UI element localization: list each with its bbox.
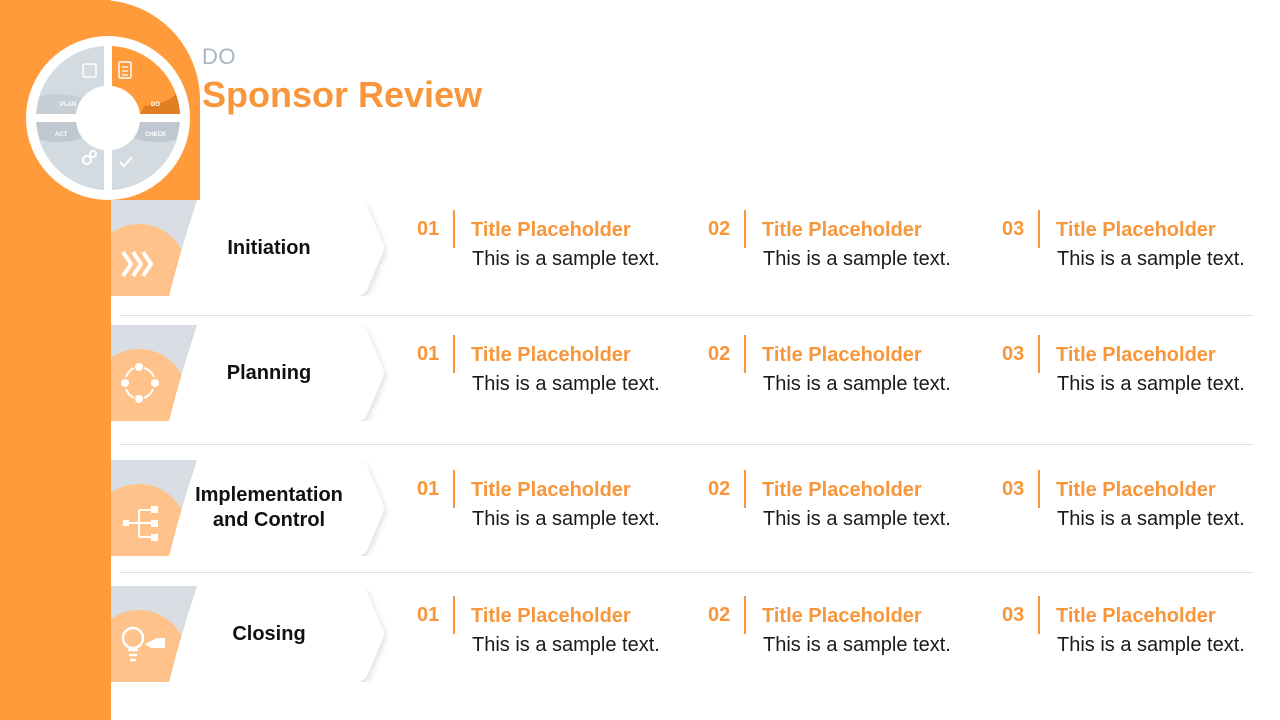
phase-label: Initiation xyxy=(227,236,311,259)
item-text: This is a sample text. xyxy=(1057,508,1245,530)
item-title: Title Placeholder xyxy=(1056,605,1216,627)
row-divider xyxy=(120,444,1253,445)
item-divider-line xyxy=(744,596,746,634)
phase-label: Implementation and Control xyxy=(195,484,343,531)
item-divider-line xyxy=(744,470,746,508)
item-divider-line xyxy=(453,596,455,634)
item-number: 01 xyxy=(417,478,440,500)
item-title: Title Placeholder xyxy=(762,605,922,627)
item-number: 02 xyxy=(708,478,731,500)
item-title: Title Placeholder xyxy=(762,344,922,366)
item-text: This is a sample text. xyxy=(472,508,660,530)
page-title: Sponsor Review xyxy=(202,74,483,115)
item-text: This is a sample text. xyxy=(763,373,951,395)
phase-label: Planning xyxy=(226,361,312,384)
chevrons-right-icon xyxy=(121,250,153,278)
cycle-arrows-icon xyxy=(121,363,159,403)
item-divider-line xyxy=(453,335,455,373)
phase-tab: Planning xyxy=(111,325,391,421)
item-number: 03 xyxy=(1002,478,1025,500)
phase-tab: Initiation xyxy=(111,200,391,296)
item-number: 03 xyxy=(1002,218,1025,240)
item-divider-line xyxy=(1038,210,1040,248)
item-text: This is a sample text. xyxy=(1057,373,1245,395)
item-number: 01 xyxy=(417,604,440,626)
item-number: 01 xyxy=(417,343,440,365)
item-text: This is a sample text. xyxy=(472,248,660,270)
item-title: Title Placeholder xyxy=(471,479,631,501)
phase-label: Closing xyxy=(232,622,306,645)
item-text: This is a sample text. xyxy=(763,508,951,530)
item-text: This is a sample text. xyxy=(763,634,951,656)
item-text: This is a sample text. xyxy=(472,634,660,656)
item-text: This is a sample text. xyxy=(763,248,951,270)
phase-row: Implementation and Control 01 Title Placeh… xyxy=(111,460,1261,556)
item-divider-line xyxy=(1038,335,1040,373)
item-title: Title Placeholder xyxy=(471,219,631,241)
item-number: 03 xyxy=(1002,604,1025,626)
item-number: 02 xyxy=(708,604,731,626)
row-divider xyxy=(120,572,1253,573)
cycle-plan-label: PLAN xyxy=(60,102,76,108)
cycle-check-label: CHECK xyxy=(145,132,167,138)
item-text: This is a sample text. xyxy=(1057,634,1245,656)
phase-tab: Implementation and Control xyxy=(111,460,391,556)
item-divider-line xyxy=(1038,470,1040,508)
item-divider-line xyxy=(453,210,455,248)
lightbulb-icon xyxy=(121,626,165,662)
item-text: This is a sample text. xyxy=(1057,248,1245,270)
item-title: Title Placeholder xyxy=(1056,219,1216,241)
item-title: Title Placeholder xyxy=(471,344,631,366)
phase-tab: Closing xyxy=(111,586,391,682)
item-divider-line xyxy=(744,210,746,248)
item-title: Title Placeholder xyxy=(1056,479,1216,501)
pdca-cycle-diagram: PLAN DO CHECK ACT xyxy=(26,36,190,200)
item-divider-line xyxy=(453,470,455,508)
item-title: Title Placeholder xyxy=(762,479,922,501)
item-number: 02 xyxy=(708,218,731,240)
item-title: Title Placeholder xyxy=(1056,344,1216,366)
item-divider-line xyxy=(744,335,746,373)
item-title: Title Placeholder xyxy=(762,219,922,241)
cycle-act-label: ACT xyxy=(55,132,68,138)
row-divider xyxy=(120,315,1253,316)
cycle-do-label: DO xyxy=(151,102,160,108)
hierarchy-icon xyxy=(123,506,158,541)
item-divider-line xyxy=(1038,596,1040,634)
item-text: This is a sample text. xyxy=(472,373,660,395)
item-number: 01 xyxy=(417,218,440,240)
item-number: 02 xyxy=(708,343,731,365)
page-subtitle: DO xyxy=(202,44,236,69)
item-title: Title Placeholder xyxy=(471,605,631,627)
item-number: 03 xyxy=(1002,343,1025,365)
